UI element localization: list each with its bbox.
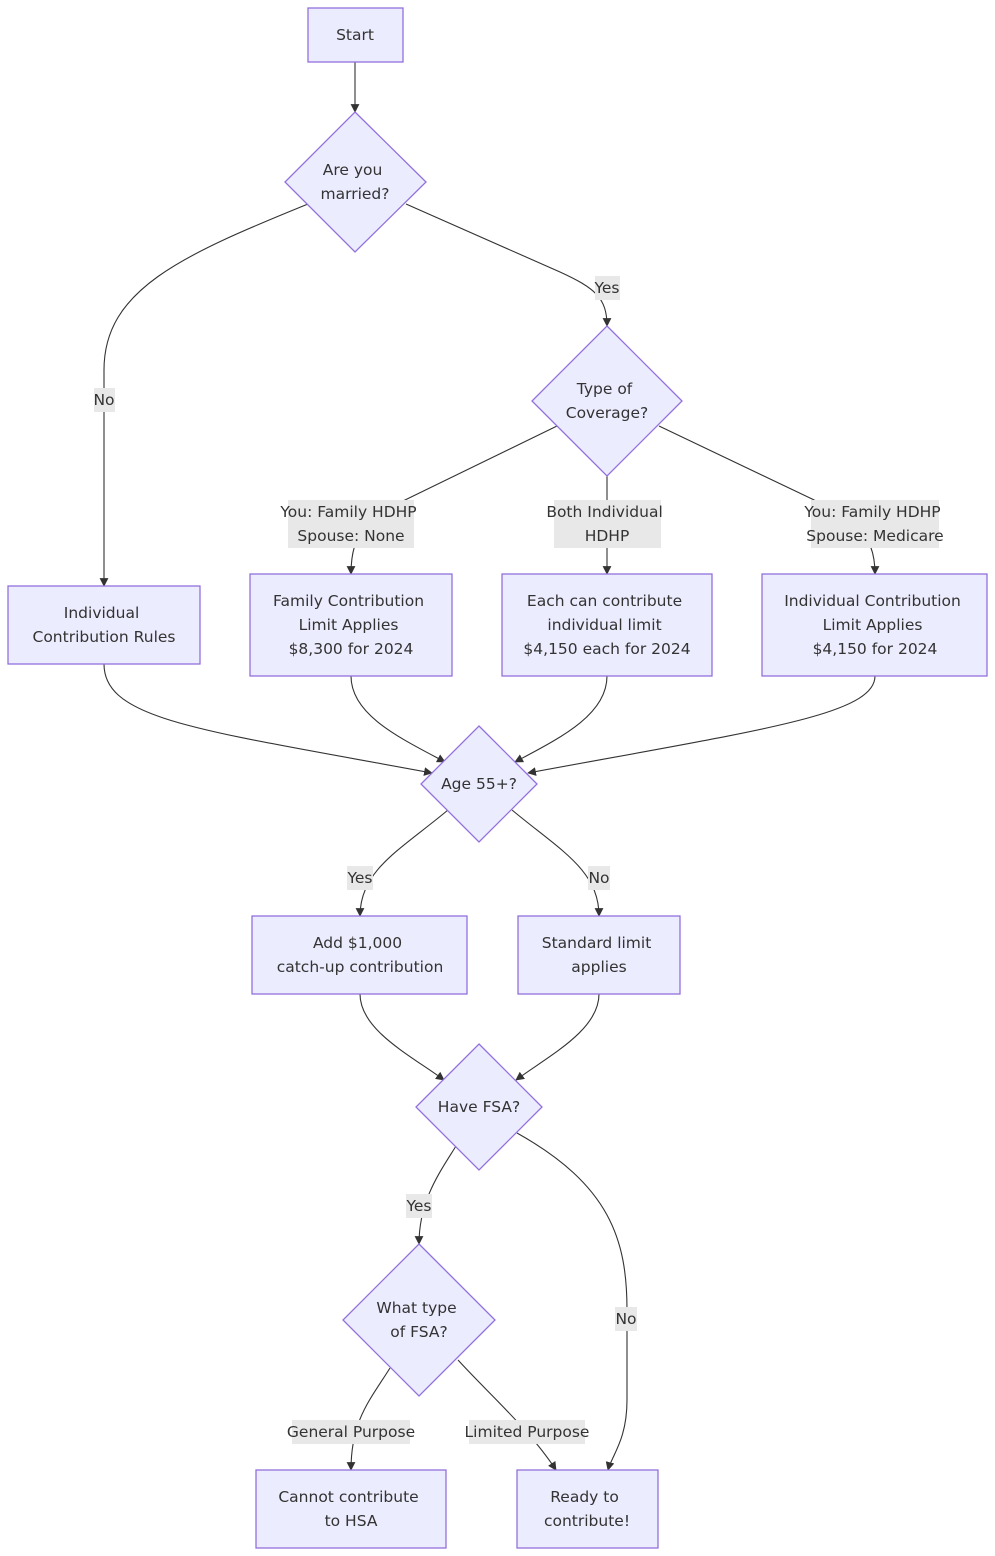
edge-label-fsa-general: General Purpose bbox=[287, 1423, 415, 1441]
edge-fsa-no bbox=[516, 1132, 628, 1471]
node-standard: Standard limit applies bbox=[517, 915, 681, 995]
edge-standard-fsa bbox=[515, 993, 600, 1081]
svg-text:Add $1,000 catch-up co: Add $1,000 catch-up contribution bbox=[277, 934, 444, 976]
node-each-individual: Each can contribute individual limit $4,… bbox=[501, 573, 713, 677]
node-age-decision: Age 55+? bbox=[420, 725, 538, 843]
svg-text:Standard limit applies: Standard limit applies bbox=[542, 934, 656, 976]
node-individual-rules: Individual Contribution Rules bbox=[7, 585, 201, 665]
edge-individual-age bbox=[103, 663, 433, 776]
node-cannot-contribute: Cannot contribute to HSA bbox=[255, 1469, 447, 1549]
edge-age-yes bbox=[355, 809, 449, 917]
edge-fsatype-general bbox=[346, 1367, 391, 1471]
edge-label-fsa-limited: Limited Purpose bbox=[465, 1423, 590, 1441]
node-coverage-decision: Type of Coverage? bbox=[531, 325, 683, 477]
edge-indlimit-age bbox=[527, 675, 876, 776]
edge-label-married-yes: Yes bbox=[593, 279, 619, 297]
edge-married-yes bbox=[405, 203, 612, 327]
edge-each-age bbox=[514, 675, 608, 763]
edge-label-fsa-no: No bbox=[615, 1310, 636, 1328]
svg-text:Are you married?: Are you married? bbox=[321, 161, 390, 203]
edge-label-coverage-both: Both Individual HDHP bbox=[546, 503, 667, 545]
edge-label-coverage-medicare: You: Family HDHP Spouse: Medicare bbox=[803, 503, 945, 545]
edge-age-no bbox=[511, 809, 604, 917]
edge-family-age bbox=[350, 675, 446, 763]
edge-catchup-fsa bbox=[359, 993, 445, 1081]
edge-label-fsa-yes: Yes bbox=[405, 1197, 431, 1215]
svg-text:Age 55+?: Age 55+? bbox=[441, 775, 517, 793]
edge-label-age-no: No bbox=[588, 869, 609, 887]
svg-text:Start: Start bbox=[336, 26, 374, 44]
edge-fsatype-limited bbox=[457, 1359, 557, 1471]
node-start: Start bbox=[307, 7, 404, 63]
edge-label-coverage-family: You: Family HDHP Spouse: None bbox=[279, 503, 421, 545]
svg-text:Individual Contribution: Individual Contribution Limit Applies $4… bbox=[784, 592, 966, 658]
node-family-limit: Family Contribution Limit Applies $8,300… bbox=[249, 573, 453, 677]
svg-text:Individual Contributio: Individual Contribution Rules bbox=[33, 604, 176, 646]
edge-fsa-yes bbox=[414, 1145, 457, 1245]
svg-text:What type of FSA?: What type of FSA? bbox=[376, 1299, 461, 1341]
svg-text:Type of Coverage?: Type of Coverage? bbox=[566, 380, 649, 422]
node-fsa-decision: Have FSA? bbox=[415, 1043, 543, 1171]
edge-label-age-yes: Yes bbox=[346, 869, 372, 887]
svg-text:Cannot contribute to H: Cannot contribute to HSA bbox=[278, 1488, 423, 1530]
node-ready: Ready to contribute! bbox=[516, 1469, 659, 1549]
node-married-decision: Are you married? bbox=[284, 111, 427, 253]
edge-label-married-no: No bbox=[93, 391, 114, 409]
node-fsa-type-decision: What type of FSA? bbox=[342, 1243, 496, 1397]
node-individual-limit: Individual Contribution Limit Applies $4… bbox=[761, 573, 988, 677]
svg-text:Each can contribute in: Each can contribute individual limit $4,… bbox=[523, 592, 690, 658]
svg-text:Family Contribution Li: Family Contribution Limit Applies $8,300… bbox=[273, 592, 429, 658]
svg-text:Have FSA?: Have FSA? bbox=[438, 1098, 520, 1116]
edge-married-no bbox=[99, 203, 309, 587]
node-catchup: Add $1,000 catch-up contribution bbox=[251, 915, 468, 995]
svg-text:Ready to contribute!: Ready to contribute! bbox=[544, 1488, 630, 1530]
